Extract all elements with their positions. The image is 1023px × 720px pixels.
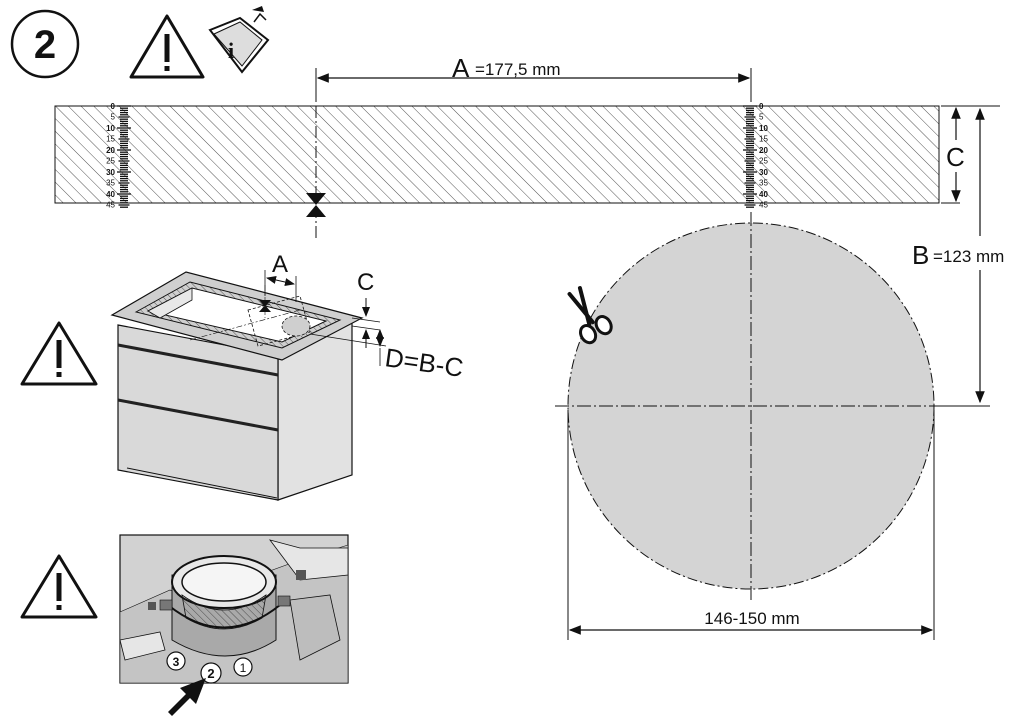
step-number: 2: [34, 23, 56, 67]
warning-triangle-icon: [129, 14, 205, 79]
dimension-b-letter: B: [912, 240, 929, 270]
dimension-a-letter: A: [452, 53, 470, 83]
ruler-label: 25: [106, 156, 115, 165]
ruler-label: 30: [759, 168, 768, 177]
ruler-label: 45: [106, 200, 115, 209]
warning-triangle-icon: [20, 321, 98, 386]
dimension-c: C: [941, 105, 1000, 204]
cabinet-illustration: A C D=B-C: [110, 251, 465, 501]
cabinet-formula: D=B-C: [383, 342, 465, 383]
ruler-label: 40: [106, 190, 115, 199]
ruler-left: 0 10 20 30 40 5 15 25 35 45: [106, 102, 131, 209]
dimension-c-letter: C: [946, 142, 965, 172]
ruler-label: 10: [106, 124, 115, 133]
svg-text:i: i: [228, 38, 234, 63]
scissors-icon: [567, 286, 613, 345]
ruler-label: 10: [759, 124, 768, 133]
cabinet-label-a: A: [272, 251, 288, 278]
svg-text:3: 3: [173, 655, 180, 669]
ruler-right: 0 10 20 30 40 5 15 25 35 45: [743, 102, 768, 209]
circle-diameter-label: 146-150 mm: [704, 609, 799, 628]
ruler-label: 20: [106, 146, 115, 155]
push-arrow-icon: [168, 678, 206, 716]
ruler-label: 0: [759, 102, 764, 111]
ruler-label: 35: [759, 178, 768, 187]
ruler-label: 0: [111, 102, 116, 111]
sequence-step-1: 1: [233, 657, 253, 677]
svg-text:1: 1: [240, 661, 247, 675]
filter-installation-illustration: 3 2 1: [119, 534, 349, 684]
dimension-a: A =177,5 mm: [315, 53, 752, 102]
step-number-badge: 2: [10, 9, 80, 79]
ruler-label: 30: [106, 168, 115, 177]
dimension-b: B =123 mm: [751, 107, 1022, 407]
ruler-label: 5: [111, 112, 116, 121]
cabinet-label-c: C: [357, 269, 374, 296]
ruler-label: 5: [759, 112, 764, 121]
ruler-label: 15: [106, 134, 115, 143]
ruler-label: 35: [106, 178, 115, 187]
ruler-label: 40: [759, 190, 768, 199]
cutting-template-strip: 0 10 20 30 40 5 15 25 35 45 0 10 20 30 40 5 15 25 35 45: [54, 102, 940, 240]
ruler-label: 15: [759, 134, 768, 143]
ruler-label: 25: [759, 156, 768, 165]
warning-triangle-icon: [20, 554, 98, 619]
svg-text:2: 2: [207, 666, 214, 681]
dimension-a-value: =177,5 mm: [475, 60, 561, 79]
ruler-label: 45: [759, 200, 768, 209]
dimension-b-value: =123 mm: [933, 247, 1004, 266]
circle-cutout: 146-150 mm: [555, 212, 948, 640]
information-manual-icon: i: [208, 6, 270, 74]
sequence-step-3: 3: [166, 651, 186, 671]
ruler-label: 20: [759, 146, 768, 155]
